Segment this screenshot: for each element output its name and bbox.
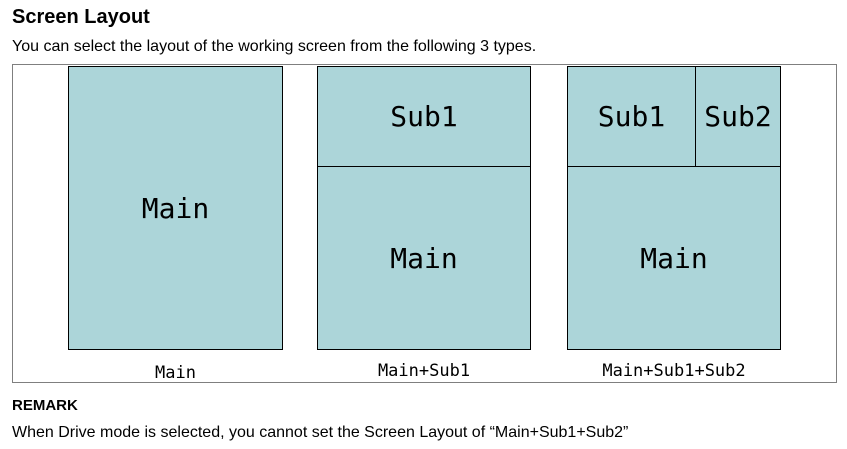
layout2-sub1-label: Sub1 [390,100,458,133]
layout3-caption: Main+Sub1+Sub2 [602,361,746,381]
page-title: Screen Layout [12,6,150,28]
layout3-sub1-label: Sub1 [597,100,666,133]
layout3-sub2-pane: Sub2 [695,66,781,167]
layout3-sub2-label: Sub2 [704,100,772,133]
layout2-caption: Main+Sub1 [377,361,471,381]
layout3-main-label: Main [640,241,708,275]
layout1-main-label: Main [141,191,210,225]
layout2-sub1-pane: Sub1 [317,66,531,167]
layout1-main-pane: Main [68,66,283,350]
layout2-main-label: Main [390,241,458,275]
layout-diagram-frame: Main Main Sub1 Main Main+Sub1 Sub1 Sub2 … [12,64,837,383]
layout3-sub1-pane: Sub1 [567,66,696,167]
layout2-main-pane: Main [317,166,531,350]
layout3-main-pane: Main [567,166,781,350]
layout1-caption: Main [155,363,196,383]
remark-text: When Drive mode is selected, you cannot … [12,424,629,441]
intro-text: You can select the layout of the working… [12,38,537,55]
remark-heading: REMARK [12,397,78,414]
